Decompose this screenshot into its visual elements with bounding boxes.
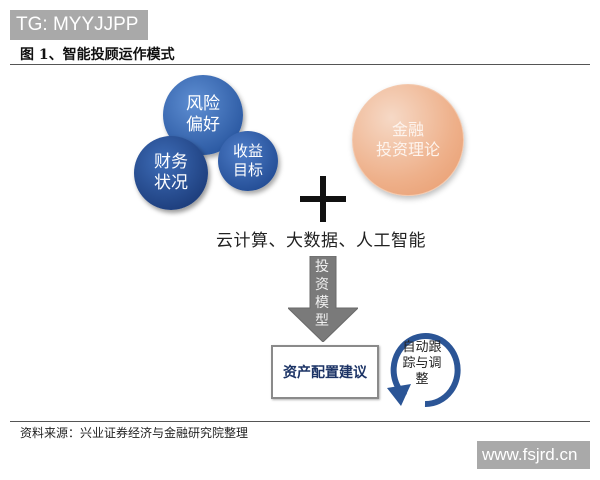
technologies-label: 云计算、大数据、人工智能 bbox=[216, 231, 426, 251]
plus-icon bbox=[300, 176, 346, 222]
circle-financial-status: 财务 状况 bbox=[134, 136, 208, 210]
circle-investment-theory: 金融 投资理论 bbox=[352, 84, 464, 196]
asset-allocation-label: 资产配置建议 bbox=[283, 365, 367, 381]
cycle-arrow-icon bbox=[387, 333, 461, 408]
circle-return-label: 收益 目标 bbox=[232, 142, 263, 179]
circle-risk-label: 风险 偏好 bbox=[186, 93, 220, 135]
source-note: 资料来源：兴业证券经济与金融研究院整理 bbox=[20, 426, 249, 440]
watermark-bottom: www.fsjrd.cn bbox=[477, 441, 590, 469]
circle-return-target: 收益 目标 bbox=[218, 131, 278, 191]
down-arrow-icon bbox=[288, 256, 358, 342]
asset-allocation-box: 资产配置建议 bbox=[271, 345, 379, 399]
bottom-divider bbox=[10, 421, 590, 422]
arrow-label: 投资模型 bbox=[315, 259, 329, 329]
circle-theory-label: 金融 投资理论 bbox=[375, 120, 440, 159]
watermark-top: TG: MYYJJPP bbox=[10, 10, 148, 40]
circle-finance-label: 财务 状况 bbox=[154, 151, 188, 193]
top-divider bbox=[10, 64, 590, 65]
cycle-label: 自动跟踪与调整 bbox=[402, 340, 442, 387]
figure-title: 图 1、智能投顾运作模式 bbox=[20, 47, 175, 63]
